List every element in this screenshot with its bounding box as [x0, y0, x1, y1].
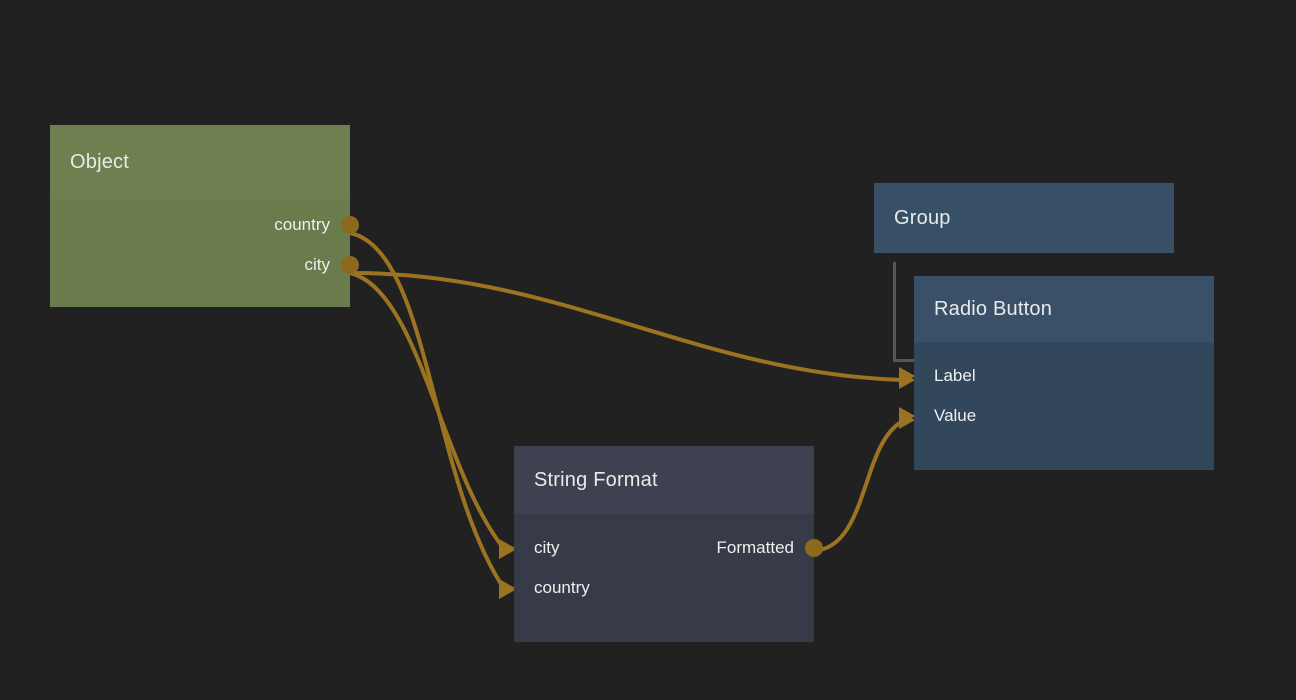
node-radio-button-title: Radio Button	[934, 297, 1053, 320]
node-string-format-body: city Formatted country	[499, 514, 823, 642]
group-child-bracket	[893, 262, 919, 362]
node-string-format[interactable]: String Format city Formatted country	[499, 446, 823, 642]
port-row-string-city[interactable]: city Formatted	[499, 528, 823, 568]
wire-object-city-to-stringformat-city	[348, 271, 507, 552]
node-object-header[interactable]: Object	[50, 125, 350, 199]
input-socket-string-country[interactable]	[499, 579, 515, 597]
input-socket-string-city[interactable]	[499, 539, 515, 557]
port-row-radio-value[interactable]: Value	[899, 396, 1214, 436]
output-socket-country[interactable]	[341, 216, 359, 234]
node-radio-button-body: Label Value	[899, 342, 1214, 470]
port-label-radio-value: Value	[934, 406, 977, 425]
port-label-radio-label: Label	[934, 366, 976, 385]
node-group[interactable]: Group	[874, 183, 1174, 253]
port-row-radio-label[interactable]: Label	[899, 356, 1214, 396]
node-group-header[interactable]: Group	[874, 183, 1174, 253]
node-object-title: Object	[70, 150, 130, 173]
input-socket-label[interactable]	[899, 367, 915, 385]
wire-object-city-to-radio-label	[348, 270, 907, 382]
node-string-format-title: String Format	[534, 468, 658, 491]
port-row-string-country[interactable]: country	[499, 568, 814, 608]
node-object[interactable]: Object country city	[50, 125, 359, 307]
output-socket-formatted[interactable]	[805, 539, 823, 557]
port-label-object-country: country	[274, 215, 330, 234]
node-string-format-header[interactable]: String Format	[514, 446, 814, 514]
port-label-string-formatted: Formatted	[716, 538, 794, 557]
port-row-object-country[interactable]: country	[50, 205, 359, 245]
port-label-string-city: city	[534, 538, 560, 557]
node-object-body: country city	[50, 199, 359, 307]
port-label-object-city: city	[304, 255, 331, 274]
node-radio-button-header[interactable]: Radio Button	[914, 276, 1214, 342]
port-row-object-city[interactable]: city	[50, 245, 359, 285]
output-socket-city[interactable]	[341, 256, 359, 274]
port-label-string-country: country	[534, 578, 590, 597]
node-group-title: Group	[894, 206, 951, 229]
node-radio-button[interactable]: Radio Button Label Value	[899, 276, 1214, 470]
wire-object-country-to-stringformat-country	[348, 231, 507, 592]
wire-stringformat-formatted-to-radio-value	[811, 418, 907, 553]
input-socket-value[interactable]	[899, 407, 915, 425]
